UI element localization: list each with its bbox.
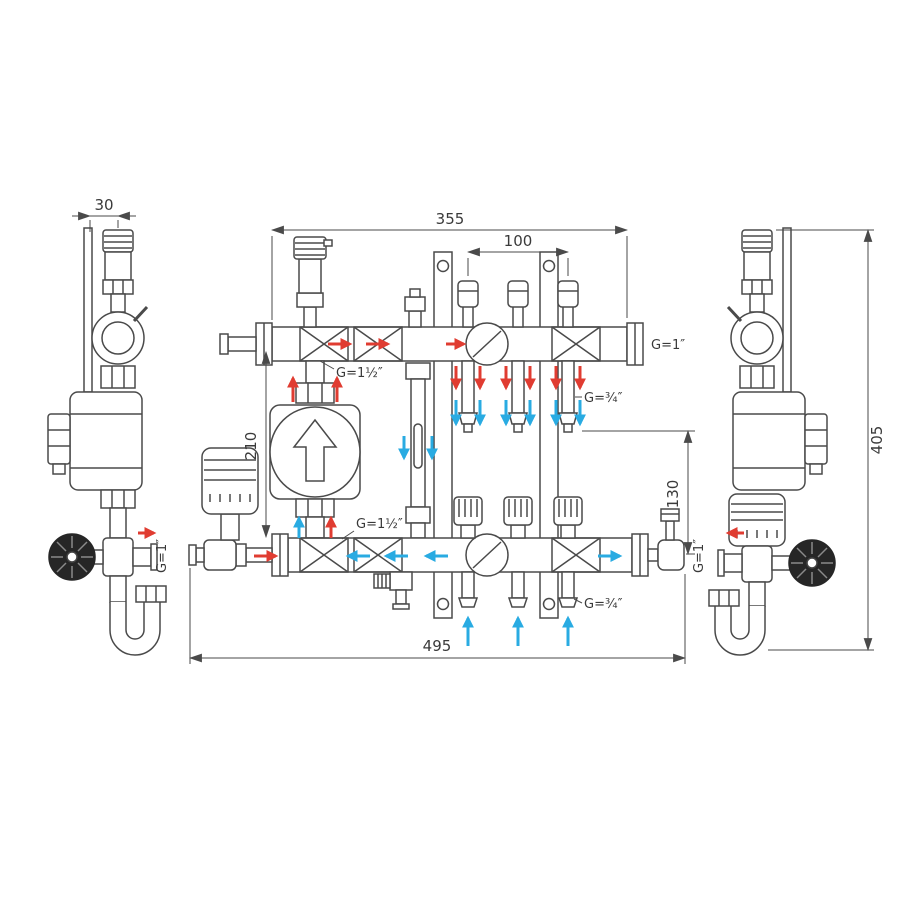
thermostatic-head <box>728 493 786 547</box>
left-side-view <box>47 227 167 656</box>
pump-terminal-box <box>47 413 71 465</box>
connection-stub <box>723 553 743 573</box>
front-view <box>188 236 685 619</box>
connection-stub <box>132 547 152 567</box>
hot-flow-arrows <box>138 338 744 562</box>
thermostatic-head <box>201 447 259 515</box>
check-valve-sight <box>465 533 509 577</box>
ball-valve <box>91 305 149 365</box>
return-shutoff-valve <box>647 508 685 571</box>
regulating-knob <box>48 533 104 581</box>
port-label-upper-right: G=1″ <box>651 338 685 353</box>
air-vent <box>741 229 773 313</box>
thermostatic-mixing-valve <box>188 447 273 571</box>
fill-valve <box>404 288 426 328</box>
return-outlet <box>457 571 479 608</box>
u-bend <box>109 585 167 656</box>
drain-valve <box>373 571 413 610</box>
cold-flow-arrows <box>293 400 623 646</box>
air-vent <box>102 229 134 313</box>
dimension-100: 100 <box>466 232 570 276</box>
connection-flange <box>717 549 725 577</box>
pump-terminal-box <box>804 413 828 465</box>
union-nut <box>100 365 136 389</box>
dimension-495: 495 <box>188 568 687 664</box>
pump-direction-arrow <box>292 418 338 482</box>
circuit-valve-cap <box>557 280 579 328</box>
pipe-end-cap <box>219 333 229 355</box>
lower-manifold <box>271 533 649 577</box>
supply-inlet-pipe <box>227 336 257 352</box>
port-labels: G=1″ G=1½″ G=¾″ G=1½″ G=¾″ G=1″ G=1″ <box>155 338 707 612</box>
check-valve-sight <box>465 322 509 366</box>
supply-outlet <box>558 360 578 433</box>
port-label-right-side: G=1″ <box>692 539 707 573</box>
pump-motor <box>47 391 143 491</box>
port-label-left-side: G=1″ <box>155 539 170 573</box>
wall-bracket <box>782 227 792 393</box>
dim-30-label: 30 <box>94 196 113 214</box>
dimension-30: 30 <box>72 196 136 232</box>
upper-manifold <box>219 322 644 366</box>
circuit-valve-cap <box>507 280 529 328</box>
ball-valve <box>726 305 784 365</box>
port-label-upper-outlets: G=¾″ <box>584 391 623 406</box>
actuator-cap <box>453 496 483 539</box>
connection-flange <box>150 543 158 571</box>
return-outlet <box>507 571 529 608</box>
dim-355-label: 355 <box>436 210 465 228</box>
dimension-355: 355 <box>270 210 629 320</box>
valve-section <box>551 326 601 362</box>
right-side-view <box>708 227 836 656</box>
u-bend <box>708 589 766 656</box>
regulating-knob <box>771 539 836 587</box>
supply-outlet <box>508 360 528 433</box>
bypass-tube <box>405 362 431 539</box>
actuator-cap <box>503 496 533 539</box>
actuator-cap <box>553 496 583 539</box>
union-nut <box>100 489 136 509</box>
port-label-lower-outlets: G=¾″ <box>584 597 623 612</box>
dim-210-label: 210 <box>242 432 260 461</box>
dimension-210: 210 <box>242 350 271 539</box>
dim-100-label: 100 <box>504 232 533 250</box>
tee-body <box>102 537 134 577</box>
dim-405-label: 405 <box>868 426 886 455</box>
pump-motor <box>732 391 828 491</box>
dim-130-label: 130 <box>664 480 682 509</box>
dimension-405: 405 <box>768 228 886 652</box>
dim-495-label: 495 <box>423 637 452 655</box>
port-label-upper-pump: G=1½″ <box>336 366 383 381</box>
union-nut <box>739 365 775 389</box>
pipe <box>109 507 127 539</box>
dimension-130: 130 <box>582 429 695 556</box>
supply-outlet <box>458 360 478 433</box>
tee-body <box>741 545 773 583</box>
circuit-valve-cap <box>457 280 479 328</box>
air-vent <box>293 236 333 328</box>
return-outlet <box>557 571 579 608</box>
pipe <box>109 575 127 603</box>
port-label-lower-pump: G=1½″ <box>356 517 403 532</box>
pipe <box>748 581 766 607</box>
circulation-pump <box>269 360 361 539</box>
wall-bracket <box>83 227 93 393</box>
dimensions: 30 355 100 210 130 <box>72 196 886 664</box>
